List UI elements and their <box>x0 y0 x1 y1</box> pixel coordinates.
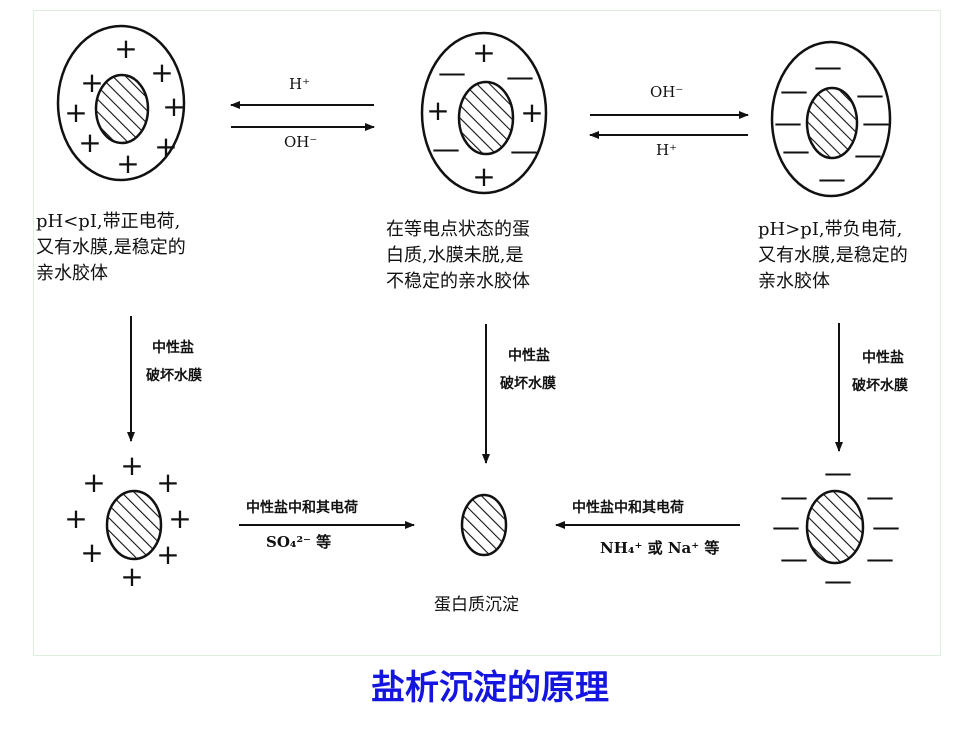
charge-minus: — <box>872 510 900 543</box>
left-bottom-core <box>105 489 163 561</box>
charge-plus: + <box>78 126 102 159</box>
left-arrow-label: 破坏水膜 <box>146 368 202 384</box>
charge-minus: — <box>780 542 808 575</box>
description-line: 又有水膜,是稳定的 <box>758 245 908 266</box>
charge-minus: — <box>862 106 890 139</box>
description-line: 不稳定的亲水胶体 <box>386 271 530 292</box>
oh-ion-label: OH⁻ <box>650 83 684 101</box>
charge-minus: — <box>818 162 846 195</box>
diagram-panel: + + + + + + + + + — — + + — — + — — — — … <box>33 10 941 656</box>
charge-plus: + <box>80 66 104 99</box>
charge-minus: — <box>856 78 884 111</box>
right-water-film <box>770 40 892 198</box>
charge-minus: — <box>432 132 460 165</box>
charge-plus: + <box>472 160 496 193</box>
charge-minus: — <box>506 60 534 93</box>
charge-minus: — <box>782 134 810 167</box>
charge-plus: + <box>114 32 138 65</box>
charge-minus: — <box>772 510 800 543</box>
precipitate-core <box>460 493 508 557</box>
sulfate-ion-label: SO₄²⁻ 等 <box>266 533 332 551</box>
charge-minus: — <box>824 564 852 597</box>
left-water-film <box>56 24 186 182</box>
charge-plus: + <box>520 96 544 129</box>
charge-minus: — <box>814 50 842 83</box>
diagram-canvas <box>56 24 892 565</box>
charge-minus: — <box>854 138 882 171</box>
right-bottom-core <box>805 489 865 565</box>
charge-plus: + <box>426 94 450 127</box>
charge-plus: + <box>120 449 144 482</box>
charge-plus: + <box>154 130 178 163</box>
charge-plus: + <box>156 466 180 499</box>
left-arrow-label: 中性盐 <box>152 340 194 356</box>
charge-plus: + <box>64 96 88 129</box>
middle-arrow-label: 中性盐 <box>508 348 550 364</box>
charge-plus: + <box>472 36 496 69</box>
charge-plus: + <box>168 502 192 535</box>
middle-protein-core <box>457 80 515 156</box>
precipitate-label: 蛋白质沉淀 <box>434 595 519 615</box>
left-salt-label: 中性盐中和其电荷 <box>246 500 358 516</box>
charge-plus: + <box>156 538 180 571</box>
left-protein-core <box>94 73 150 145</box>
charge-minus: — <box>866 542 894 575</box>
right-protein-core <box>805 86 859 160</box>
h-ion-label: H⁺ <box>656 141 677 159</box>
description-line: pH<pI,带正电荷, <box>36 211 181 232</box>
charge-minus: — <box>780 74 808 107</box>
charge-plus: + <box>120 560 144 593</box>
description-line: 亲水胶体 <box>36 263 108 284</box>
charge-plus: + <box>150 56 174 89</box>
charge-minus: — <box>438 56 466 89</box>
charge-minus: — <box>824 456 852 489</box>
middle-arrow-label: 破坏水膜 <box>500 376 556 392</box>
charge-plus: + <box>80 536 104 569</box>
description-line: 白质,水膜未脱,是 <box>386 245 524 266</box>
charge-plus: + <box>162 90 186 123</box>
right-salt-label: 中性盐中和其电荷 <box>572 500 684 516</box>
charge-minus: — <box>780 480 808 513</box>
charge-plus: + <box>116 147 140 180</box>
charge-minus: — <box>510 134 538 167</box>
description-line: 亲水胶体 <box>758 271 830 292</box>
description-line: 在等电点状态的蛋 <box>386 219 530 240</box>
ammonium-sodium-label: NH₄⁺ 或 Na⁺ 等 <box>600 539 720 557</box>
charge-plus: + <box>82 466 106 499</box>
charge-plus: + <box>64 502 88 535</box>
middle-water-film <box>420 31 548 195</box>
charge-minus: — <box>866 480 894 513</box>
description-line: 又有水膜,是稳定的 <box>36 237 186 258</box>
page-title: 盐析沉淀的原理 <box>371 668 609 708</box>
right-arrow-label: 破坏水膜 <box>852 378 908 394</box>
charge-minus: — <box>774 106 802 139</box>
description-line: pH>pI,带负电荷, <box>758 219 903 240</box>
h-ion-label: H⁺ <box>289 75 310 93</box>
oh-ion-label: OH⁻ <box>284 133 318 151</box>
right-arrow-label: 中性盐 <box>862 350 904 366</box>
